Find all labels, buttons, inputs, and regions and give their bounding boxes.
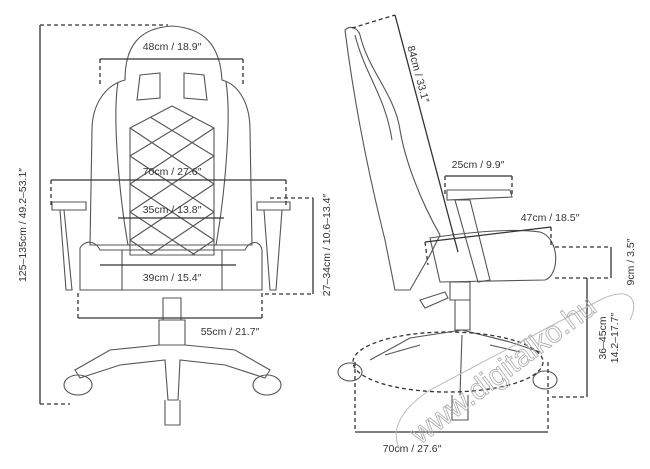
watermark: www.digitalko.hu (395, 289, 635, 452)
side-dimension-lines (351, 14, 612, 433)
front-dimension-lines (39, 24, 314, 405)
backrest-width-label: 35cm / 13.8″ (143, 204, 202, 216)
base-diameter-label: 70cm / 27.6″ (383, 443, 442, 455)
armrest-span-label: 70cm / 27.6″ (143, 166, 202, 178)
seat-height-label-cm: 36–45cm (597, 316, 609, 359)
backrest-height-label: 84cm / 33.1″ (405, 44, 432, 104)
side-view-chair (337, 26, 558, 421)
armrest-length-label: 25cm / 9.9″ (452, 159, 505, 171)
seat-height-label-in: 14.2–17.7″ (609, 313, 621, 364)
watermark-text: www.digitalko.hu (404, 290, 603, 451)
seat-width-label: 39cm / 15.4″ (143, 272, 202, 284)
headrest-width-label: 48cm / 18.9″ (143, 41, 202, 53)
front-view-chair (51, 25, 291, 426)
armrest-height-label: 27–34cm / 10.6–13.4″ (321, 194, 333, 297)
total-height-label: 125–135cm / 49.2–53.1″ (17, 168, 29, 282)
seat-thickness-label: 9cm / 3.5″ (625, 238, 637, 285)
seat-outer-width-label: 55cm / 21.7″ (201, 326, 260, 338)
diamond-stitching (129, 105, 215, 256)
seat-depth-label: 47cm / 18.5″ (521, 212, 580, 224)
